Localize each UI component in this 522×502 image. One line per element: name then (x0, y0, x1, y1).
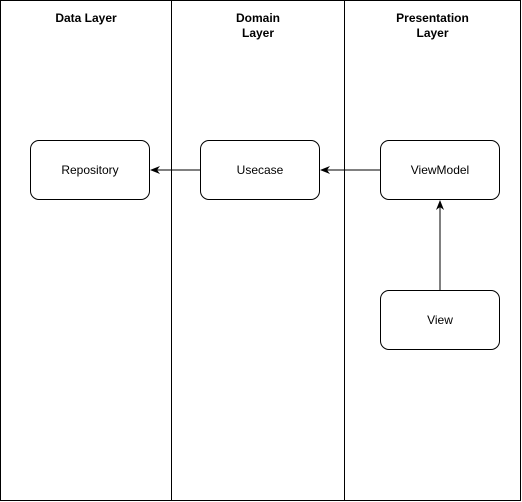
lane-title-presentation-layer: Presentation Layer (345, 11, 520, 41)
repository-label: Repository (61, 163, 119, 177)
lane-data-layer: Data Layer (0, 0, 172, 501)
usecase-node[interactable]: Usecase (200, 140, 320, 200)
usecase-label: Usecase (236, 163, 284, 177)
view-label: View (427, 313, 453, 327)
lane-title-domain-layer: Domain Layer (172, 11, 344, 41)
lane-title-line: Presentation (396, 11, 469, 25)
repository-node[interactable]: Repository (30, 140, 150, 200)
lane-presentation-layer: Presentation Layer (344, 0, 521, 501)
lane-domain-layer: Domain Layer (171, 0, 345, 501)
lane-title-data-layer: Data Layer (1, 11, 171, 26)
view-node[interactable]: View (380, 290, 500, 350)
lane-title-line: Layer (416, 26, 449, 40)
lane-title-line: Data Layer (55, 11, 117, 25)
viewmodel-label: ViewModel (410, 163, 470, 177)
lane-title-line: Domain (235, 11, 280, 25)
viewmodel-node[interactable]: ViewModel (380, 140, 500, 200)
lane-title-line: Layer (241, 26, 275, 40)
